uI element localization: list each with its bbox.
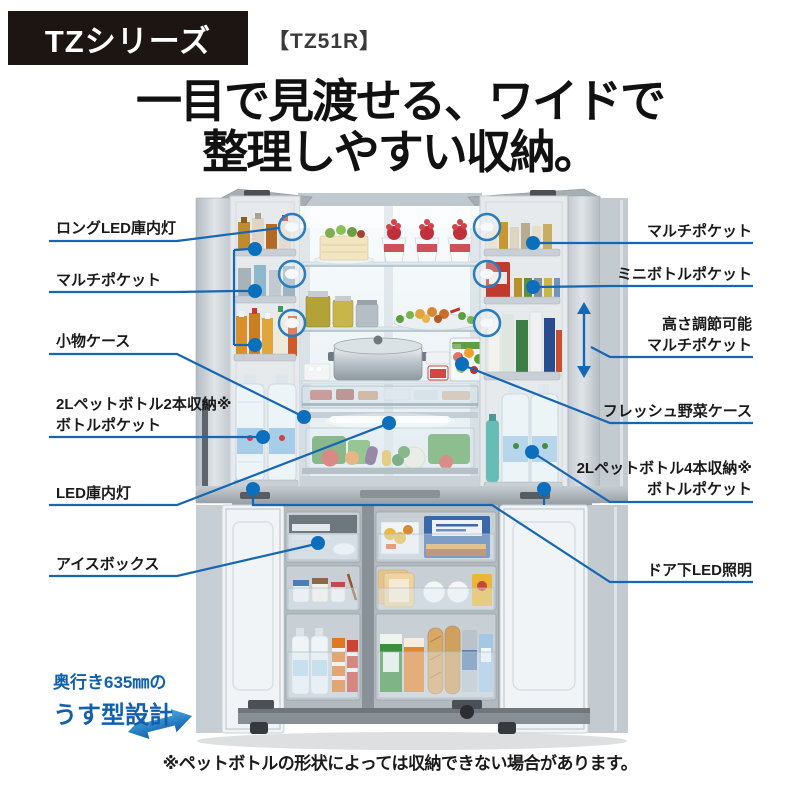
lower-divider (362, 505, 374, 708)
callout-label-door-led: ドア下LED照明 (646, 562, 752, 579)
callout-dot (382, 416, 396, 430)
upper-left-door (195, 195, 301, 504)
pot-and-cases (303, 335, 451, 381)
chilled-drawer (301, 385, 479, 409)
callout-dots (246, 236, 551, 550)
page-title: 一目で見渡せる、ワイドで 整理しやすい収納。 (0, 76, 800, 178)
height-adjust-arrow (577, 302, 591, 378)
jars-and-platter (305, 291, 479, 331)
fridge-base (238, 700, 590, 734)
ice-box-column (284, 505, 362, 708)
callout-dot (246, 482, 260, 496)
depth-feature: 奥行き635㎜の うす型設計 (53, 668, 173, 730)
led-highlight-ring (472, 212, 502, 242)
callout-dot (248, 338, 262, 352)
lower-section (196, 503, 628, 734)
callout-dot (455, 357, 469, 371)
callout-label-small-item-case: 小物ケース (56, 333, 131, 350)
led-highlight-ring (472, 308, 502, 338)
callout-dot (297, 410, 311, 424)
callout-dot (525, 445, 539, 459)
callout-label-multi-pocket-right: マルチポケット (646, 223, 752, 240)
depth-feature-line1: 奥行き635㎜の (53, 673, 167, 692)
trifle-cake (313, 225, 375, 265)
series-badge: TZシリーズ (8, 11, 248, 65)
upper-right-door (479, 195, 628, 504)
led-highlight-ring (277, 308, 307, 338)
title-line-1: 一目で見渡せる、ワイドで (136, 75, 666, 127)
callout-label-2l-bottle-4: 2Lペットボトル4本収納※ ボトルポケット (576, 460, 752, 498)
model-number: 【TZ51R】 (268, 30, 382, 53)
callout-dot (526, 280, 540, 294)
callout-dot (526, 236, 540, 250)
led-highlight-ring (472, 259, 502, 289)
callout-dot (256, 430, 270, 444)
callout-dot (537, 482, 551, 496)
lower-right-door (499, 504, 628, 734)
freezer-column (374, 505, 498, 708)
callout-label-height-adjust: 高さ調節可能 マルチポケット (646, 316, 752, 354)
callout-label-multi-pocket-left: マルチポケット (56, 272, 162, 289)
callout-label-ice-box: アイスボックス (56, 556, 160, 573)
callout-label-fresh-veg-case: フレッシュ野菜ケース (602, 403, 752, 420)
lower-left-door (196, 504, 285, 734)
depth-feature-line2: うす型設計 (53, 702, 173, 729)
title-line-2: 整理しやすい収納。 (202, 126, 600, 178)
callout-label-2l-bottle-2: 2Lペットボトル2本収納※ ボトルポケット (56, 396, 232, 434)
leader-lines (49, 226, 753, 584)
series-badge-label: TZシリーズ (44, 23, 212, 59)
callout-dot (248, 284, 262, 298)
callout-label-mini-bottle-pocket: ミニボトルポケット (616, 266, 752, 283)
door-pocket (483, 311, 562, 381)
depth-arrow (127, 708, 193, 740)
footnote: ※ペットボトルの形状によっては収納できない場合があります。 (162, 754, 638, 773)
mid-band (196, 486, 628, 503)
parfait-cups (381, 219, 473, 263)
fridge-interior (300, 206, 489, 502)
callout-dot (248, 242, 262, 256)
callout-dot (311, 536, 325, 550)
callout-label-long-led: ロングLED庫内灯 (56, 220, 177, 237)
led-highlight-ring (277, 259, 307, 289)
led-rings (277, 212, 502, 338)
led-highlight-ring (277, 212, 307, 242)
callout-label-led-light: LED庫内灯 (56, 485, 132, 502)
floor-shadow (197, 732, 627, 750)
